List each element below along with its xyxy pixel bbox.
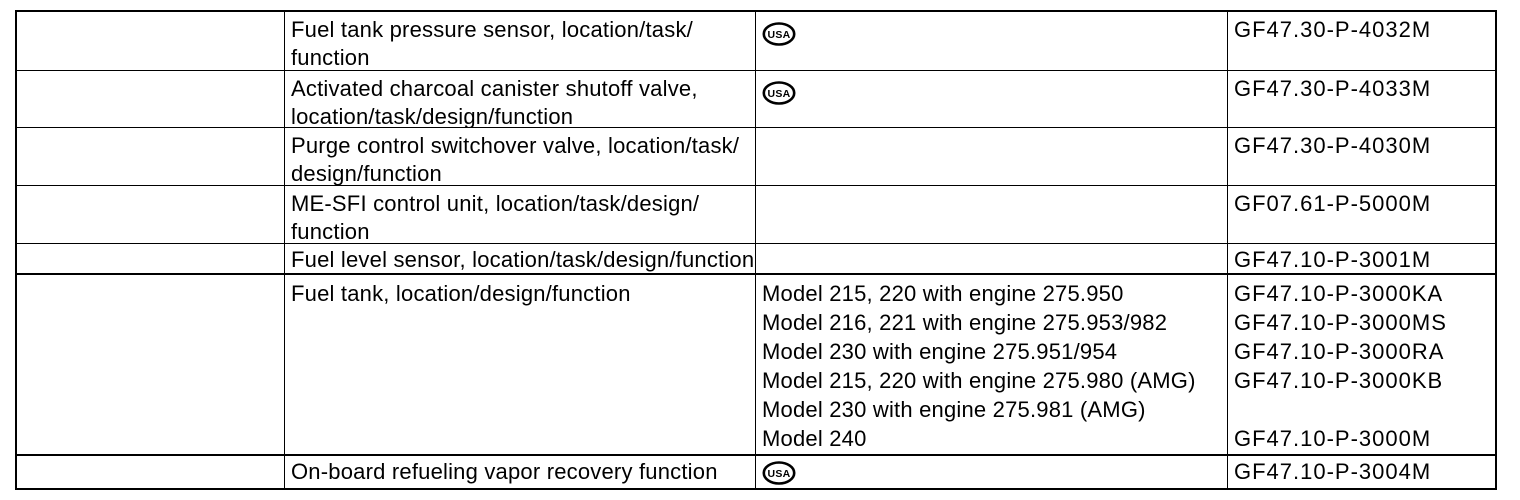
table-row: Fuel tank pressure sensor, location/task… — [17, 12, 1495, 71]
description-cell: Fuel tank, location/design/function — [285, 275, 756, 454]
model-variant-cell: Model 215, 220 with engine 275.950 Model… — [756, 275, 1228, 454]
document-code: GF07.61-P-5000M — [1234, 191, 1432, 216]
group-cell — [17, 275, 285, 454]
usa-icon-label: USA — [767, 29, 790, 41]
model-line: Model 215, 220 with engine 275.980 (AMG) — [762, 368, 1196, 393]
table-row: On-board refueling vapor recovery functi… — [17, 456, 1495, 488]
code-cell: GF07.61-P-5000M — [1228, 186, 1495, 243]
model-line: Model 230 with engine 275.981 (AMG) — [762, 397, 1146, 422]
code-cell: GF47.10-P-3000KA GF47.10-P-3000MS GF47.1… — [1228, 275, 1495, 454]
description-line: Fuel tank, location/design/function — [291, 281, 631, 306]
code-cell: GF47.30-P-4033M — [1228, 71, 1495, 127]
description-line: On-board refueling vapor recovery functi… — [291, 459, 718, 484]
description-cell: Purge control switchover valve, location… — [285, 128, 756, 185]
document-code: GF47.10-P-3004M — [1234, 459, 1432, 484]
document-code: GF47.10-P-3000KA — [1234, 281, 1444, 306]
table-row: Activated charcoal canister shutoff valv… — [17, 71, 1495, 128]
document-code: GF47.10-P-3000MS — [1234, 310, 1447, 335]
description-line: design/function — [291, 161, 442, 185]
document-code: GF47.30-P-4030M — [1234, 133, 1432, 158]
usa-icon-label: USA — [767, 88, 790, 100]
group-cell — [17, 244, 285, 273]
group-cell — [17, 456, 285, 488]
market-cell — [756, 186, 1228, 243]
table-row: Fuel level sensor, location/task/design/… — [17, 244, 1495, 275]
market-cell: USA — [756, 456, 1228, 488]
description-line: Fuel tank pressure sensor, location/task… — [291, 17, 693, 42]
document-code: GF47.10-P-3000RA — [1234, 339, 1445, 364]
description-line: Activated charcoal canister shutoff valv… — [291, 76, 698, 101]
usa-market-icon: USA — [762, 22, 796, 46]
document-code-empty — [1234, 395, 1495, 424]
model-line: Model 215, 220 with engine 275.950 — [762, 281, 1124, 306]
document-code: GF47.10-P-3000KB — [1234, 368, 1444, 393]
table-row: Purge control switchover valve, location… — [17, 128, 1495, 186]
table-row: ME-SFI control unit, location/task/desig… — [17, 186, 1495, 244]
document-code: GF47.10-P-3000M — [1234, 426, 1432, 451]
market-cell — [756, 128, 1228, 185]
code-cell: GF47.10-P-3004M — [1228, 456, 1495, 488]
description-line: ME-SFI control unit, location/task/desig… — [291, 191, 700, 216]
model-line: Model 230 with engine 275.951/954 — [762, 339, 1118, 364]
description-line: function — [291, 219, 370, 243]
description-cell: Fuel tank pressure sensor, location/task… — [285, 12, 756, 70]
group-cell — [17, 186, 285, 243]
usa-market-icon: USA — [762, 461, 796, 485]
document-code: GF47.30-P-4032M — [1234, 17, 1432, 42]
document-code: GF47.30-P-4033M — [1234, 76, 1432, 101]
description-line: function — [291, 45, 370, 70]
description-line: Fuel level sensor, location/task/design/… — [291, 247, 755, 272]
model-line: Model 216, 221 with engine 275.953/982 — [762, 310, 1168, 335]
group-cell — [17, 71, 285, 127]
document-code: GF47.10-P-3001M — [1234, 247, 1432, 272]
code-cell: GF47.10-P-3001M — [1228, 244, 1495, 273]
market-cell: USA — [756, 71, 1228, 127]
description-line: location/task/design/function — [291, 104, 574, 127]
group-cell — [17, 12, 285, 70]
description-line: Purge control switchover valve, location… — [291, 133, 740, 158]
description-cell: Activated charcoal canister shutoff valv… — [285, 71, 756, 127]
usa-icon-label: USA — [767, 468, 790, 480]
model-line: Model 240 — [762, 426, 867, 451]
function-document-table: Fuel tank pressure sensor, location/task… — [15, 10, 1497, 490]
market-cell: USA — [756, 12, 1228, 70]
code-cell: GF47.30-P-4032M — [1228, 12, 1495, 70]
market-cell — [756, 244, 1228, 273]
description-cell: ME-SFI control unit, location/task/desig… — [285, 186, 756, 243]
code-cell: GF47.30-P-4030M — [1228, 128, 1495, 185]
usa-market-icon: USA — [762, 81, 796, 105]
description-cell: On-board refueling vapor recovery functi… — [285, 456, 756, 488]
group-cell — [17, 128, 285, 185]
table-row: Fuel tank, location/design/function Mode… — [17, 275, 1495, 456]
description-cell: Fuel level sensor, location/task/design/… — [285, 244, 756, 273]
